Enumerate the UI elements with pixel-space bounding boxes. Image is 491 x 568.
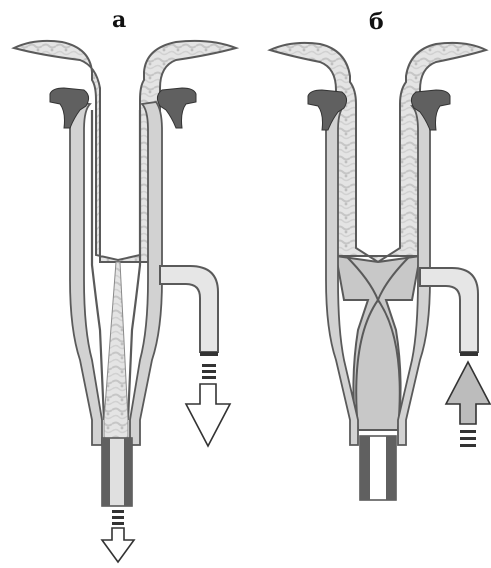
milk-tube-wall-left-a xyxy=(102,438,110,506)
pulse-tube-end-b xyxy=(460,352,478,356)
milk-tube-wall-right-a xyxy=(124,438,132,506)
panel-b xyxy=(270,43,490,500)
pulse-arrow-up-b xyxy=(446,362,490,447)
cuff-right-a xyxy=(157,88,196,128)
pulse-tube-a xyxy=(160,266,218,352)
pulse-tube-end-a xyxy=(200,352,218,356)
panel-a xyxy=(14,41,236,562)
pulse-arrow-down-a xyxy=(186,364,230,446)
milk-tube-wall-right-b xyxy=(386,436,396,500)
milk-flow-arrow-a xyxy=(102,510,134,562)
teat-b xyxy=(270,43,486,262)
teat-a xyxy=(14,41,236,262)
milk-stream-a xyxy=(104,262,128,445)
milk-tube-wall-left-b xyxy=(360,436,370,500)
